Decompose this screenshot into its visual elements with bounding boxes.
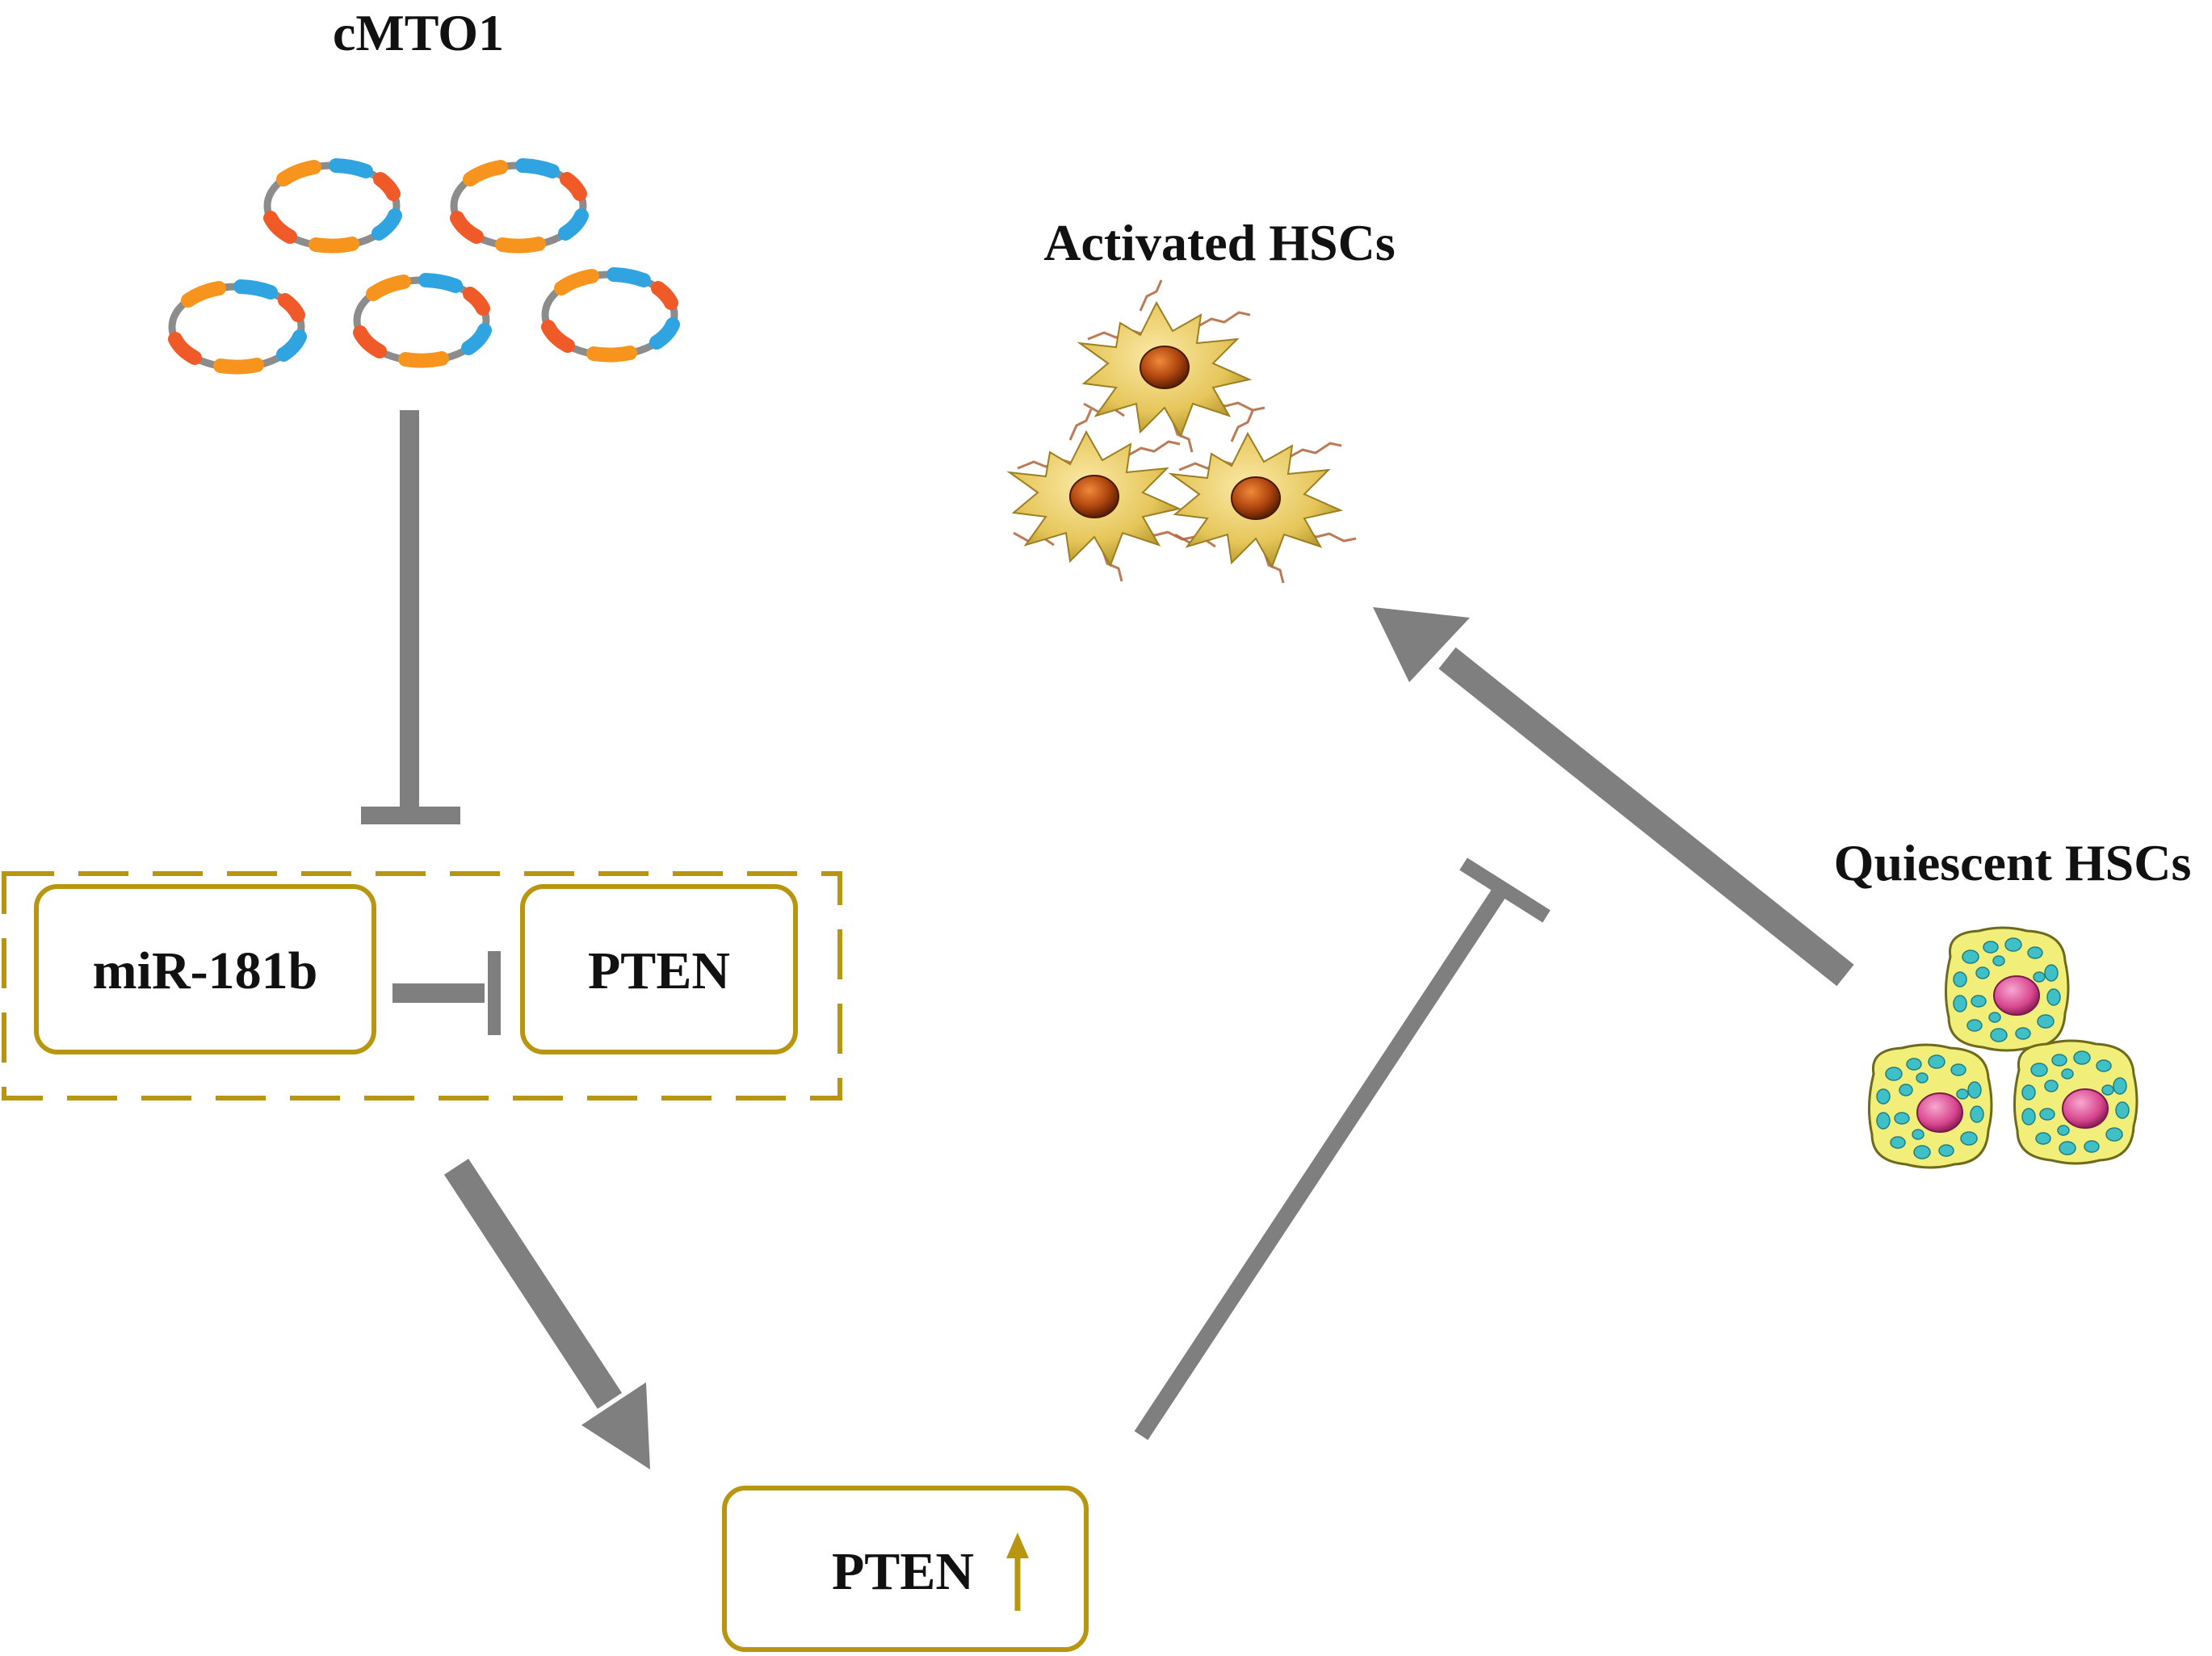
activation-arrow xyxy=(1373,607,1854,987)
inhibit-arrow-circrna xyxy=(361,410,460,824)
activated-hsc-label: Activated HSCs xyxy=(1043,214,1396,271)
inhibit-arrow-pten-up xyxy=(1134,857,1551,1440)
pten-label: PTEN xyxy=(588,941,730,1000)
arrow-to-pten-up xyxy=(443,1159,650,1469)
quiescent-stellate-cell-icon xyxy=(1867,926,2139,1169)
mirna-box: miR-181b xyxy=(34,884,376,1054)
circrna-label: cMTO1 xyxy=(333,4,504,61)
inhibit-arrow-mirna xyxy=(392,951,501,1035)
pten-box: PTEN xyxy=(520,884,798,1054)
mirna-label: miR-181b xyxy=(93,941,318,1000)
up-arrow-icon xyxy=(1006,1532,1029,1611)
pten-up-box: PTEN xyxy=(722,1486,1089,1652)
circular-rna-icon xyxy=(172,166,674,367)
quiescent-hsc-label: Quiescent HSCs xyxy=(1834,834,2192,891)
activated-stellate-cell-icon xyxy=(1008,279,1358,585)
mirna-pten-complex-box xyxy=(2,871,842,1101)
pten-up-label: PTEN xyxy=(832,1542,974,1601)
